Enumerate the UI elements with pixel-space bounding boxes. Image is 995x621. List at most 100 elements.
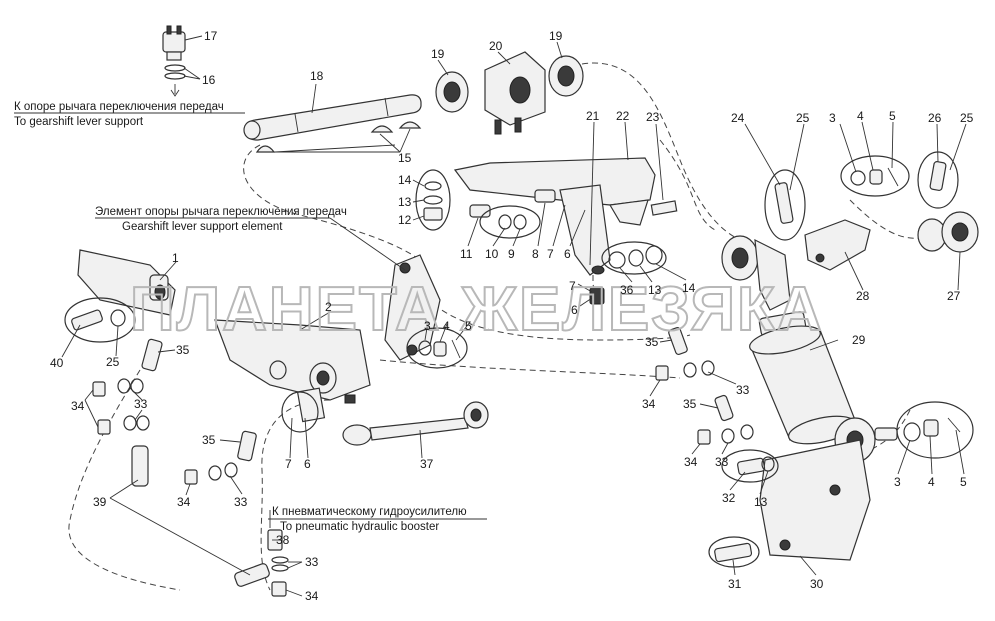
callout: 10	[485, 247, 499, 261]
callout: 19	[431, 47, 445, 61]
callout: 3	[894, 475, 901, 489]
part-33-34-bolts-washers	[92, 360, 754, 597]
callout: 34	[177, 495, 191, 509]
callout: 31	[728, 577, 742, 591]
callout: 18	[310, 69, 324, 83]
callout: 34	[71, 399, 85, 413]
part-29-cylinder	[721, 235, 898, 463]
callout: 25	[106, 355, 120, 369]
callout: 16	[202, 73, 216, 87]
caption-booster-ru: К пневматическому гидроусилителю	[272, 506, 467, 518]
leader-lines	[14, 35, 967, 597]
callout: 12	[398, 213, 412, 227]
part-31-32-13-bolts	[714, 456, 775, 563]
part-20-housing	[484, 51, 546, 135]
callout: 13	[398, 195, 412, 209]
caption-support-element-ru: Элемент опоры рычага переключения переда…	[95, 206, 347, 218]
part-12-14-nuts	[423, 181, 443, 221]
callout: 29	[852, 333, 866, 347]
callout: 28	[856, 289, 870, 303]
part-1-connector	[77, 249, 176, 316]
callout: 11	[460, 247, 473, 261]
callout: 35	[645, 335, 659, 349]
part-30-plate	[759, 439, 871, 561]
callout: 24	[731, 111, 745, 125]
part-15-keys	[255, 121, 422, 153]
callout: 26	[928, 111, 942, 125]
captions: К опоре рычага переключения передач To g…	[14, 101, 467, 533]
callout: 34	[684, 455, 698, 469]
callout: 27	[947, 289, 961, 303]
part-19-seals	[435, 55, 584, 113]
callout: 14	[398, 173, 412, 187]
part-24-26-bolts-right	[774, 161, 947, 224]
callout: 6	[571, 303, 578, 317]
callout: 34	[642, 397, 656, 411]
callout: 35	[176, 343, 190, 357]
callout: 25	[960, 111, 974, 125]
callout: 8	[532, 247, 539, 261]
callout: 33	[234, 495, 248, 509]
callout: 34	[305, 589, 319, 603]
callout: 38	[276, 533, 290, 547]
callout: 20	[489, 39, 503, 53]
part-27-fitting	[917, 211, 979, 253]
part-bolts-center	[469, 189, 556, 230]
callout: 6	[304, 457, 311, 471]
watermark-text: ПЛАНЕТА ЖЕЛЕЗЯКА	[130, 275, 824, 344]
callout: 19	[549, 29, 563, 43]
callout: 1	[172, 251, 179, 265]
callout: 4	[443, 319, 450, 333]
callout: 36	[620, 283, 634, 297]
callout: 40	[50, 356, 64, 370]
callout: 7	[547, 247, 554, 261]
part-35-fittings	[141, 326, 734, 462]
callout: 6	[564, 247, 571, 261]
callout: 5	[889, 109, 896, 123]
part-18-shaft	[243, 94, 422, 141]
part-17-pressure-switch	[162, 25, 186, 97]
callout: 3	[424, 319, 431, 333]
callout: 2	[325, 300, 332, 314]
callout: 5	[960, 475, 967, 489]
part-3-4-5-washer-nut	[418, 339, 461, 359]
part-23-bolt	[650, 200, 678, 216]
callout: 22	[616, 109, 630, 123]
part-2-valve-body	[214, 319, 371, 423]
part-37-rod	[342, 401, 489, 446]
part-22-bracket	[453, 157, 656, 276]
callout: 3	[829, 111, 836, 125]
callout: 15	[398, 151, 412, 165]
callout: 4	[857, 109, 864, 123]
callout: 35	[683, 397, 697, 411]
callout: 23	[646, 110, 660, 124]
callout: 33	[715, 455, 729, 469]
callout: 14	[682, 281, 696, 295]
callout: 35	[202, 433, 216, 447]
callout: 21	[586, 109, 600, 123]
callout-numbers: 17 16 18 19 20 19 15 14 13 12 11 10 9 8 …	[50, 29, 974, 603]
part-39-hoses	[131, 445, 270, 587]
caption-booster-en: To pneumatic hydraulic booster	[280, 521, 439, 533]
callout: 33	[134, 397, 148, 411]
callout: 5	[465, 319, 472, 333]
callout: 30	[810, 577, 824, 591]
callout: 9	[508, 247, 515, 261]
caption-gearshift-support-en: To gearshift lever support	[14, 116, 144, 128]
callout: 17	[204, 29, 218, 43]
callout: 13	[648, 283, 662, 297]
callout: 7	[569, 279, 576, 293]
callout: 37	[420, 457, 434, 471]
highlight-ovals	[64, 151, 974, 568]
caption-gearshift-support-ru: К опоре рычага переключения передач	[14, 101, 224, 113]
caption-support-element-en: Gearshift lever support element	[122, 221, 283, 233]
callout: 39	[93, 495, 107, 509]
callout: 7	[285, 457, 292, 471]
callout: 33	[305, 555, 319, 569]
callout: 13	[754, 495, 768, 509]
callout: 4	[928, 475, 935, 489]
callout: 25	[796, 111, 810, 125]
callout: 32	[722, 491, 736, 505]
